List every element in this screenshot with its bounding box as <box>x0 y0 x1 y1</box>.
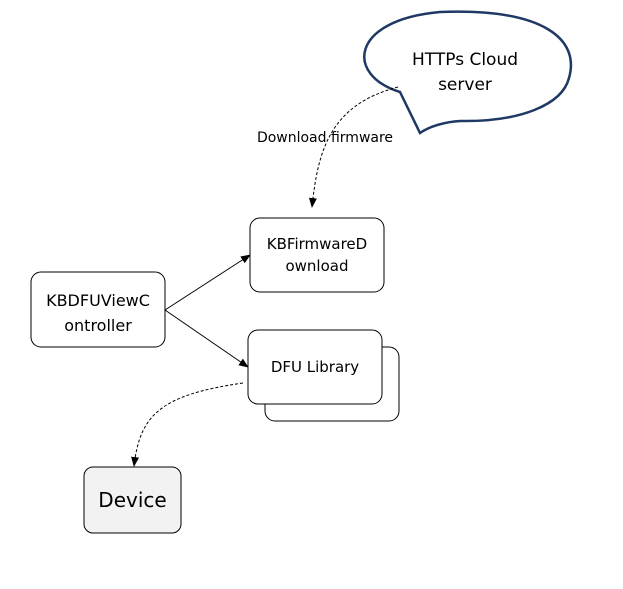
firmware-download-line1: KBFirmwareD <box>266 235 368 253</box>
dfu-to-device-arrow <box>131 382 244 467</box>
controller-line1: KBDFUViewC <box>46 291 150 310</box>
controller-label: KBDFUViewC ontroller <box>31 288 165 338</box>
firmware-download-label: KBFirmwareD ownload <box>250 233 384 277</box>
download-firmware-label: Download firmware <box>256 130 394 146</box>
device-box <box>83 466 182 534</box>
controller-line2: ontroller <box>64 316 132 335</box>
controller-to-dfu-arrow <box>164 309 249 368</box>
controller-to-firmware-arrow <box>164 254 251 311</box>
device-label: Device <box>98 488 167 512</box>
cloud-bubble-shape <box>363 10 573 135</box>
firmware-download-line2: ownload <box>285 257 349 275</box>
dfu-library-box <box>247 329 383 405</box>
dfu-library-label: DFU Library <box>270 358 360 376</box>
cloud-label-line1: HTTPs Cloud <box>411 50 519 70</box>
cloud-label-line2: server <box>438 75 492 95</box>
cloud-label: HTTPs Cloud server <box>380 48 550 98</box>
download-firmware-arrow <box>308 86 399 208</box>
